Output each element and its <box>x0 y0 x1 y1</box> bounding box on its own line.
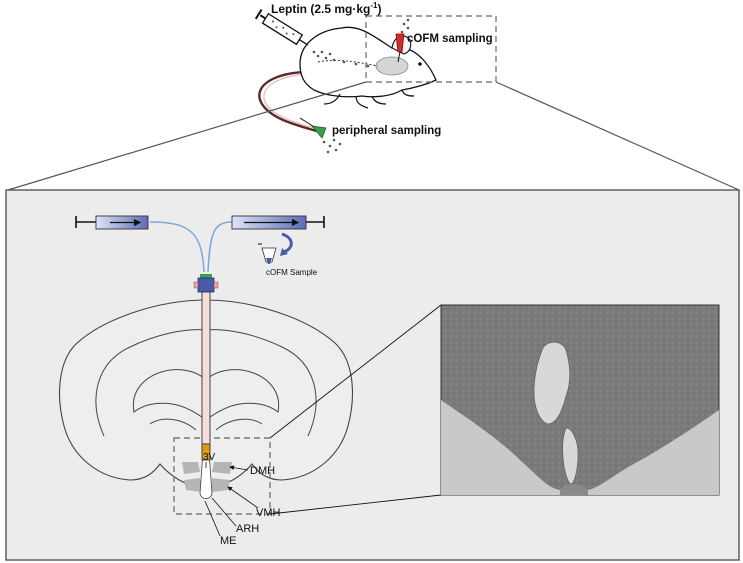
mouse-eye <box>418 62 422 66</box>
cofm-probe <box>149 221 233 461</box>
inflow-syringe <box>75 215 149 230</box>
vmh-nucleus-left <box>184 478 202 492</box>
leptin-syringe <box>254 9 309 46</box>
label-arh: ARH <box>236 523 259 535</box>
label-3v: 3V <box>203 452 216 463</box>
inflow-tube <box>149 221 205 273</box>
peripheral-sampling-tube <box>299 117 327 139</box>
outflow-tube <box>207 221 233 273</box>
head-zoom-box <box>365 15 497 83</box>
mouse-brain <box>375 56 409 76</box>
probe-head <box>197 277 215 293</box>
dmh-nucleus-right <box>212 462 232 474</box>
label-dmh: DMH <box>250 465 275 477</box>
micrograph-connector-top <box>269 304 442 439</box>
probe-tip <box>201 443 211 461</box>
zoom-connector-left <box>7 81 367 191</box>
histology-micrograph <box>440 304 720 496</box>
label-vmh: VMH <box>256 507 281 519</box>
micrograph-connector-bottom <box>269 494 442 515</box>
cofm-sample-tube <box>258 232 293 264</box>
probe-shaft <box>201 291 211 445</box>
mouse-tail <box>258 70 321 134</box>
cofm-sample-label: cOFM Sample <box>266 268 318 277</box>
third-ventricle <box>199 451 213 499</box>
collect-arrow-icon <box>281 232 293 254</box>
hypothalamus-zoom-box <box>173 437 271 515</box>
label-me: ME <box>220 535 237 547</box>
peripheral-sampling-label: peripheral sampling <box>332 125 441 137</box>
cofm-sampling-label: cOFM sampling <box>407 33 493 45</box>
leptin-label: Leptin (2.5 mg·kg-1) <box>271 1 381 16</box>
micrograph-ventricle-upper <box>533 341 571 425</box>
leptin-particles <box>312 18 410 154</box>
dmh-nucleus-left <box>182 462 200 474</box>
cofm-sampling-tube <box>395 33 405 63</box>
zoom-connector-right <box>495 81 740 191</box>
vmh-nucleus-right <box>212 478 230 492</box>
outflow-syringe <box>231 215 325 230</box>
micrograph-ventricle-lower <box>562 427 579 485</box>
